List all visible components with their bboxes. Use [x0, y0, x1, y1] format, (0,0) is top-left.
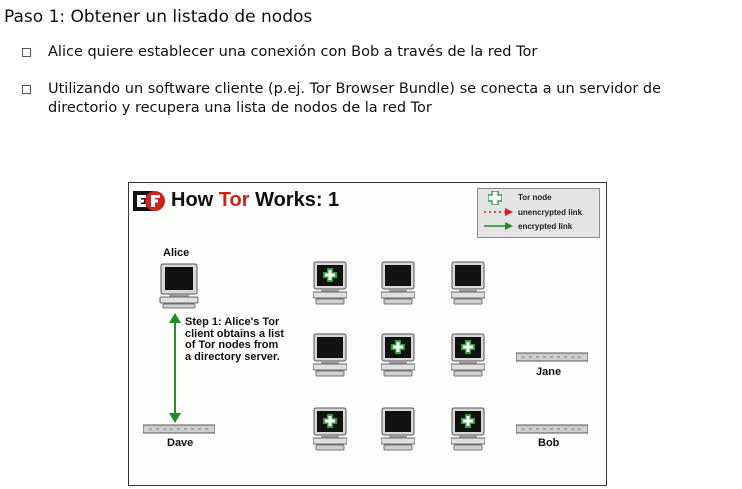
directory-arrow-icon	[169, 313, 181, 423]
title-text: How	[171, 189, 219, 212]
eff-logo	[133, 190, 165, 212]
dave-label: Dave	[167, 437, 194, 449]
square-bullet-icon	[22, 85, 31, 94]
computer-icon	[381, 407, 415, 451]
jane-server-icon	[516, 352, 588, 362]
bullet-item: Utilizando un software cliente (p.ej. To…	[22, 80, 702, 122]
step-line: client obtains a list	[185, 327, 285, 340]
legend-encrypted: encrypted link	[518, 222, 573, 231]
computer-icon	[381, 261, 415, 305]
square-bullet-icon	[22, 48, 31, 57]
legend: Tor node unencrypted link encrypted link	[477, 188, 600, 238]
bob-server-icon	[516, 424, 588, 434]
bullet-text-continuation: directorio y recupera una lista de nodos…	[48, 100, 432, 116]
bullet-item: Alice quiere establecer una conexión con…	[22, 43, 702, 65]
title-text-suffix: Works: 1	[249, 189, 340, 212]
step-line: of Tor nodes from	[185, 339, 279, 351]
tor-diagram-figure: How Tor Works: 1 Tor node unencrypted li…	[128, 182, 607, 486]
computer-icon	[313, 333, 347, 377]
tor-node-computer-icon	[381, 333, 415, 377]
legend-tor-node: Tor node	[518, 193, 552, 202]
title-tor-text: Tor	[218, 189, 250, 212]
dave-server-icon	[143, 424, 215, 434]
computer-icon	[451, 261, 485, 305]
unencrypted-link-legend-icon	[484, 208, 513, 216]
tor-node-computer-icon	[313, 261, 347, 305]
bullet-text: Alice quiere establecer una conexión con…	[48, 44, 538, 60]
alice-label: Alice	[163, 247, 190, 259]
tor-node-computer-icon	[451, 407, 485, 451]
figure-title: How Tor Works: 1	[133, 189, 339, 211]
bullet-text: Utilizando un software cliente (p.ej. To…	[48, 81, 662, 97]
legend-unencrypted: unencrypted link	[518, 208, 583, 217]
alice-computer-icon	[159, 263, 199, 309]
encrypted-link-legend-icon	[484, 222, 513, 230]
jane-label: Jane	[536, 366, 562, 378]
step-line: Step 1: Alice's Tor	[185, 316, 280, 328]
step-description: Step 1: Alice's Tor client obtains a lis…	[185, 316, 315, 363]
tor-node-legend-icon	[488, 191, 502, 205]
tor-node-computer-icon	[451, 333, 485, 377]
bob-label: Bob	[538, 437, 560, 449]
slide-title: Paso 1: Obtener un listado de nodos	[4, 7, 313, 27]
tor-node-computer-icon	[313, 407, 347, 451]
step-line: a directory server.	[185, 350, 280, 363]
